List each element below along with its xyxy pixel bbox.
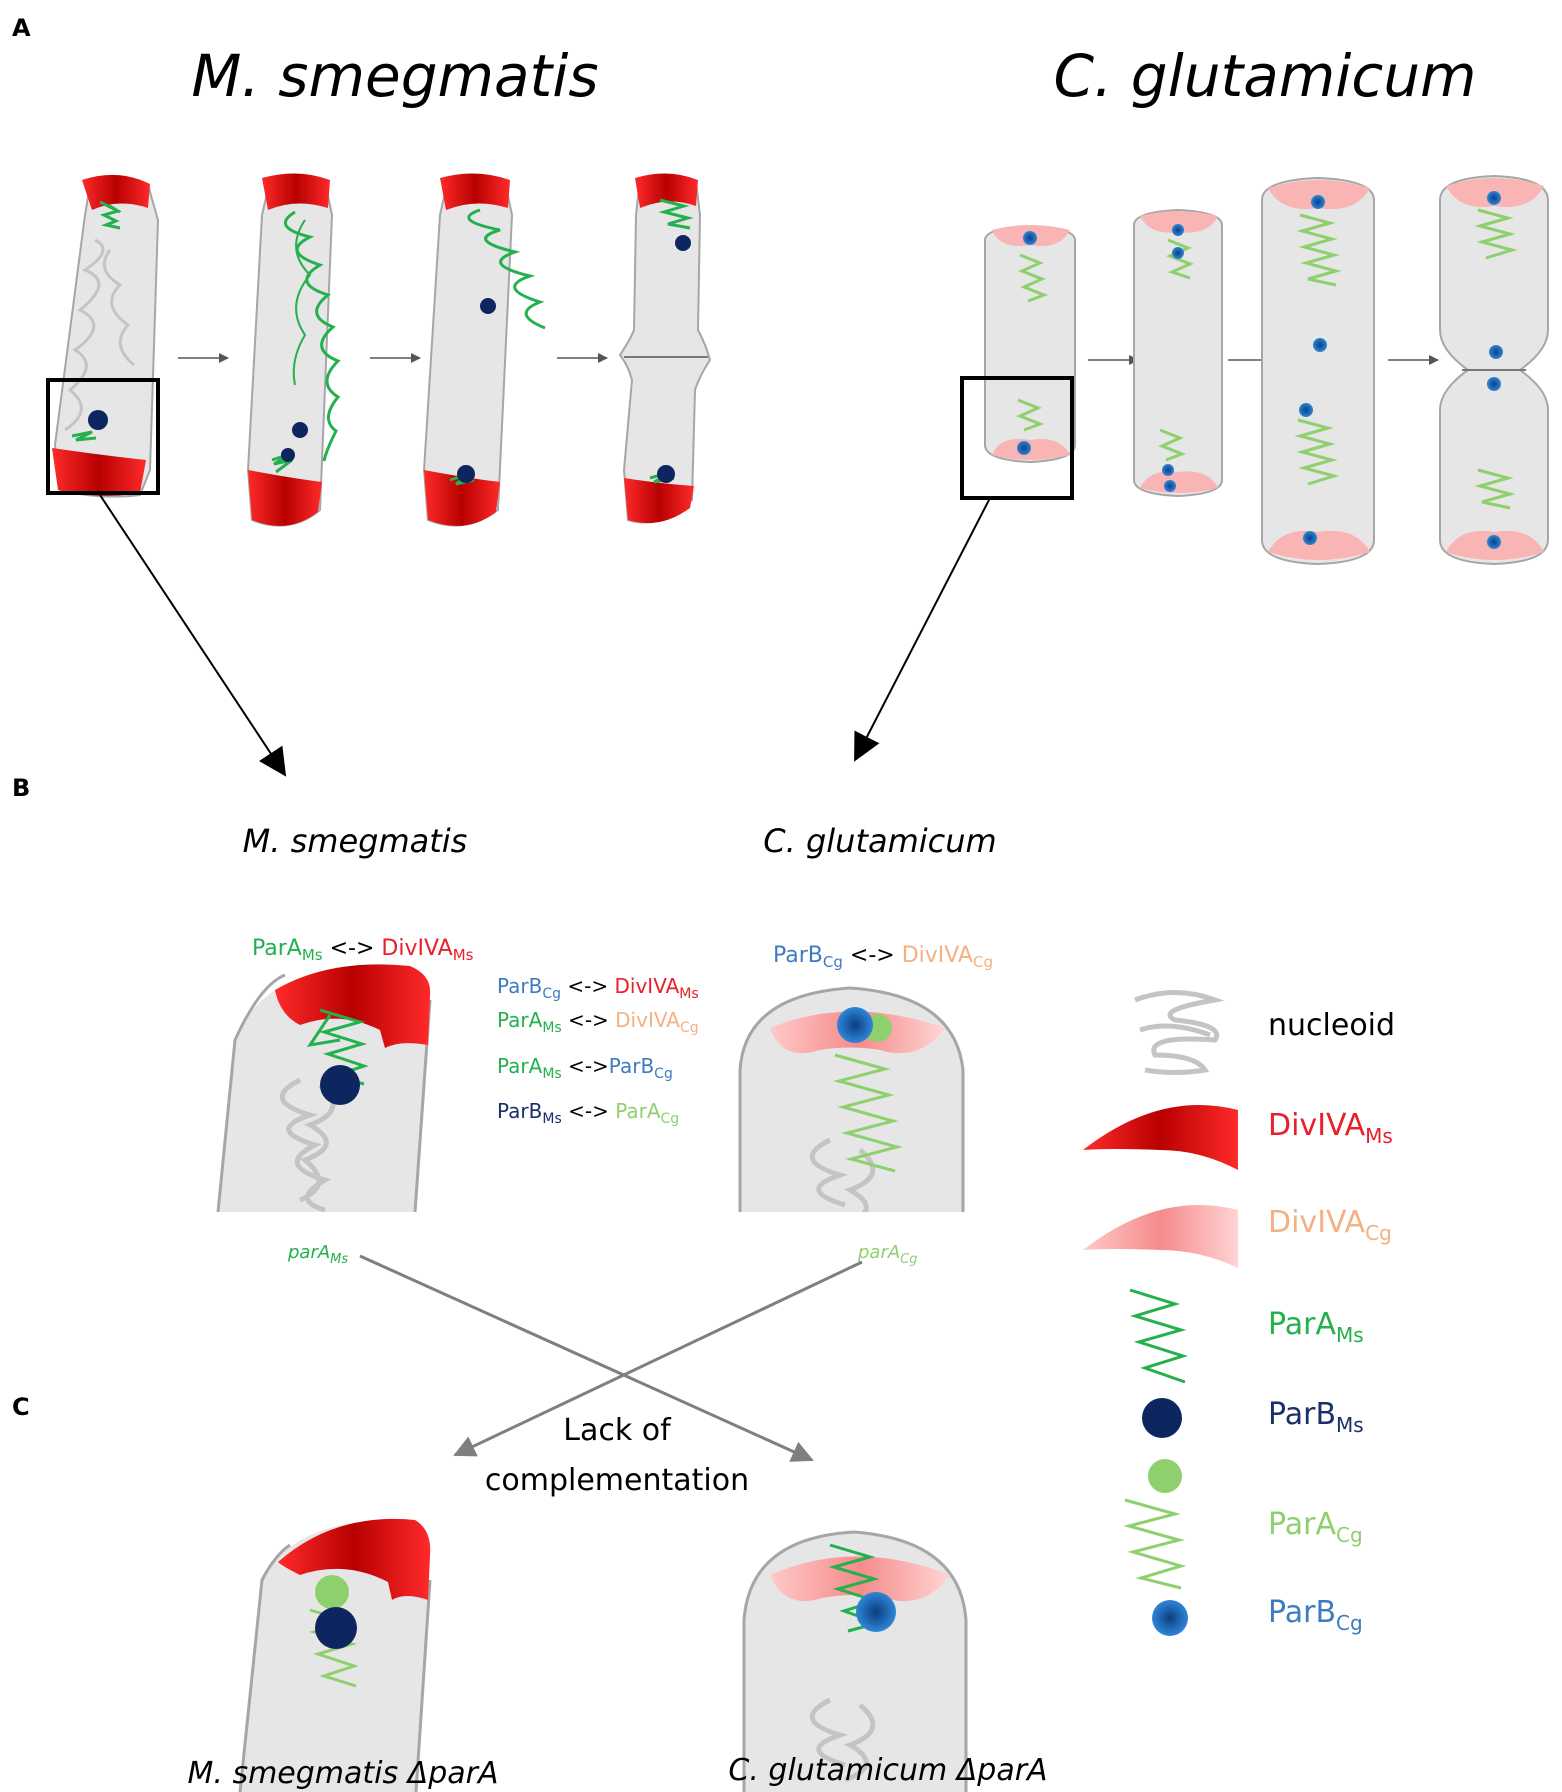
cg-cell-3 [1261,176,1375,566]
legend-item-nucleoid: nucleoid [1134,990,1395,1075]
legend-label-nucleoid: nucleoid [1268,1008,1395,1043]
complementation-label-line2: complementation [485,1463,749,1498]
ms-cell-3 [422,173,546,527]
panel-c-right-title: C. glutamicum ΔparA [728,1753,1047,1788]
legend-label-params: ParAMs [1268,1307,1364,1347]
panel-a-letter: A [12,14,31,42]
ms-cell-4 [618,173,712,524]
legend-label-parbcg: ParBCg [1268,1595,1363,1635]
legend: nucleoid DivIVAMs DivIVACg ParAMs ParBMs… [1083,990,1395,1636]
cg-cell-2 [1133,208,1223,498]
panel-a-right-title: C. glutamicum [1053,42,1476,110]
cross-interaction-3: ParBMs <-> ParACg [497,1099,679,1127]
params-icon [1129,1288,1188,1384]
cg-cell-4 [1439,174,1549,566]
panel-a-left-title: M. smegmatis [191,42,598,110]
panel-b-left-title: M. smegmatis [243,822,468,860]
ms-cell-2 [246,173,341,527]
cg-cell-1 [960,224,1076,500]
ms-divivams-pole [82,174,150,210]
cross-interactions: ParBCg <-> DivIVAMs ParAMs <-> DivIVACg … [497,974,699,1127]
ms-zoom-arrow [99,494,287,777]
gene-right-label: parACg [857,1242,918,1267]
parbms-icon [1142,1398,1182,1438]
ms-interaction-label: ParAMs <-> DivIVAMs [252,936,474,964]
legend-item-params: ParAMs [1129,1288,1364,1384]
panel-c-left-title: M. smegmatis ΔparA [188,1756,499,1791]
legend-item-paracg: ParACg [1123,1459,1363,1590]
cg-zoom-arrow [854,497,991,762]
gene-left-label: parAMs [287,1242,348,1267]
divivams-icon [1083,1105,1238,1170]
legend-item-parbms: ParBMs [1142,1397,1364,1438]
legend-label-divivacg: DivIVACg [1268,1205,1392,1245]
parbcg-icon [1152,1600,1188,1636]
panel-c-cg-pole [742,1530,968,1792]
legend-item-parbcg: ParBCg [1152,1595,1363,1636]
cross-arrow-cg-to-ms [453,1260,863,1457]
cg-interaction-label: ParBCg <-> DivIVACg [773,943,993,971]
cg-zoom-box [960,376,1074,500]
ms-cell-1 [46,174,160,498]
paracg-icon [1123,1498,1187,1590]
legend-label-paracg: ParACg [1268,1507,1363,1547]
panel-c-letter: C [12,1393,30,1421]
panel-b-cg-pole [738,986,965,1212]
nucleoid-icon [1134,990,1225,1075]
legend-item-divivams: DivIVAMs [1083,1105,1393,1170]
panel-b-ms-pole [216,964,432,1213]
divivacg-icon [1083,1205,1238,1268]
ms-zoom-box [46,378,160,495]
panel-b-right-title: C. glutamicum [763,822,996,860]
legend-label-divivams: DivIVAMs [1268,1108,1393,1148]
legend-label-parbms: ParBMs [1268,1397,1364,1437]
panel-b-letter: B [12,774,30,802]
complementation-label-line1: Lack of [563,1413,672,1448]
cross-interaction-1: ParAMs <-> DivIVACg [497,1008,699,1036]
cross-interaction-0: ParBCg <-> DivIVAMs [497,974,699,1002]
panel-c-ms-pole [238,1518,432,1792]
cross-interaction-2: ParAMs <->ParBCg [497,1054,673,1082]
cross-arrow-ms-to-cg [359,1254,814,1462]
legend-item-divivacg: DivIVACg [1083,1205,1392,1268]
